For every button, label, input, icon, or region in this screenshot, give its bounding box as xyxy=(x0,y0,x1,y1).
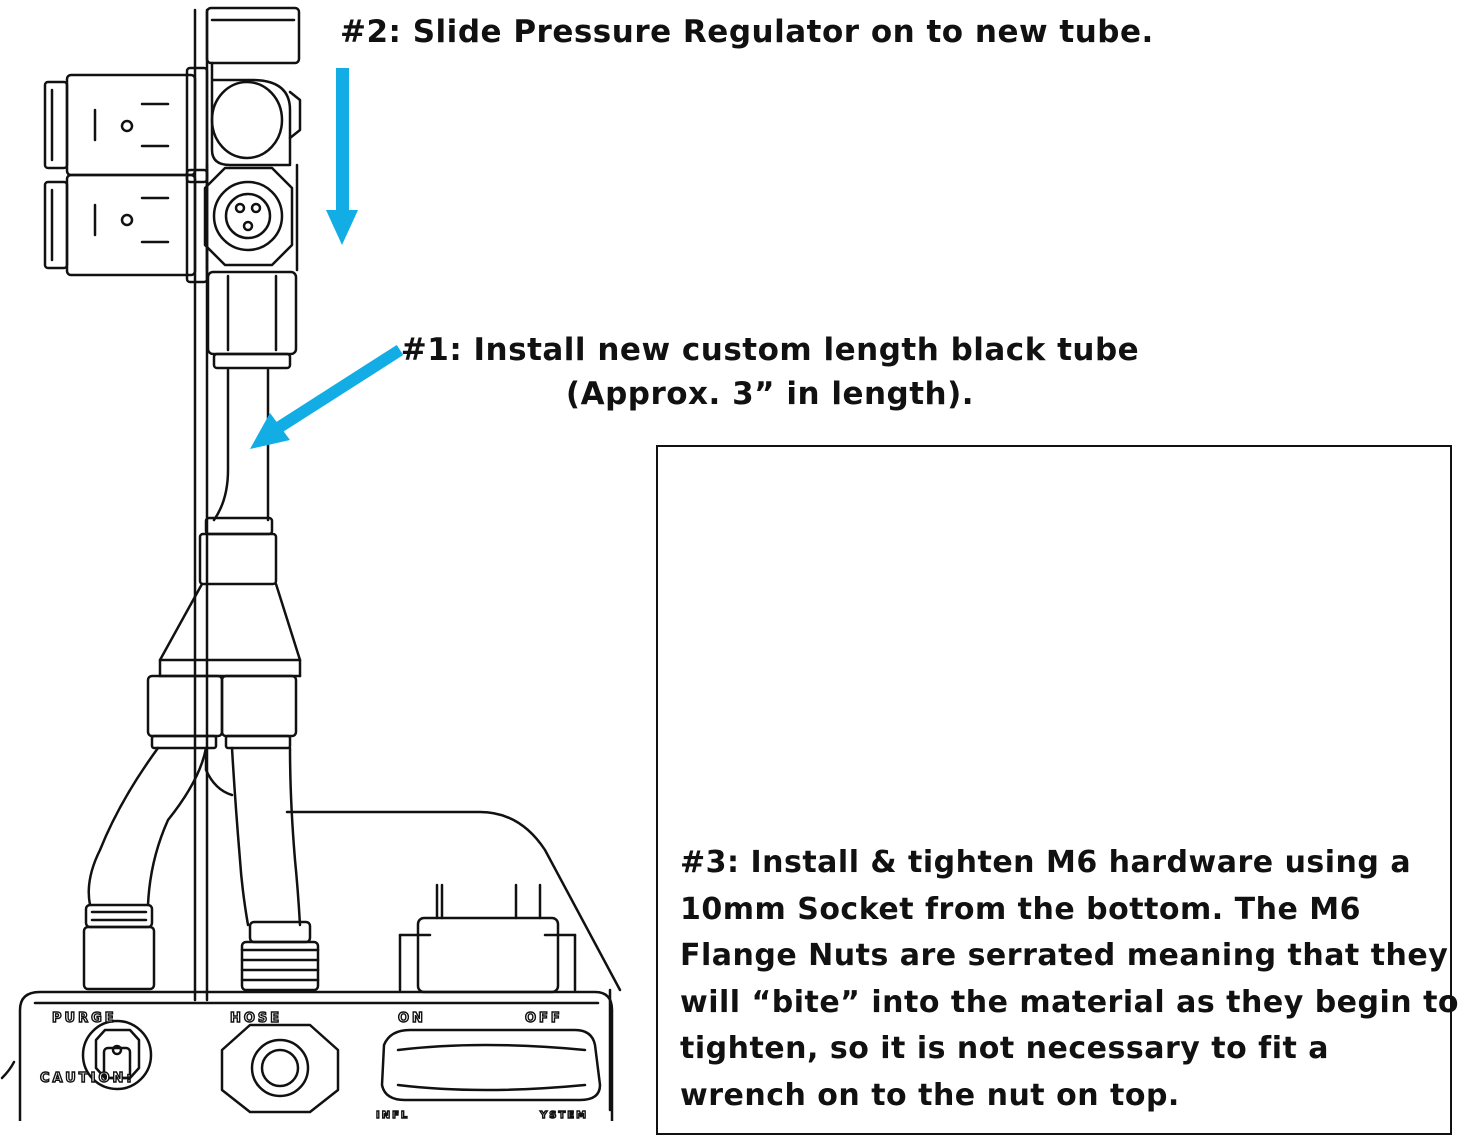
step1-instruction: #1: Install new custom length black tube… xyxy=(400,328,1140,416)
arrow-step1 xyxy=(250,344,404,449)
caution-label: CAUTION: xyxy=(40,1071,135,1086)
rocker-switch xyxy=(380,1028,602,1102)
step3-line-4: will “bite” into the material as they be… xyxy=(680,984,1460,1020)
step3-line-3: Flange Nuts are serrated meaning that th… xyxy=(680,938,1449,973)
step3-line-1: #3: Install & tighten M6 hardware using … xyxy=(680,845,1412,880)
purge-fitting xyxy=(82,903,156,991)
hose-port xyxy=(220,1023,340,1114)
infl-label: INFL xyxy=(376,1110,409,1121)
step3-line-2: 10mm Socket from the bottom. The M6 xyxy=(680,891,1361,927)
control-box xyxy=(285,810,622,1112)
ystem-label: YSTEM xyxy=(539,1110,588,1121)
split-hoses xyxy=(87,746,302,927)
step2-instruction: #2: Slide Pressure Regulator on to new t… xyxy=(340,14,1154,50)
small-lever xyxy=(0,1060,16,1080)
on-label: ON xyxy=(398,1011,426,1026)
purge-label: PURGE xyxy=(52,1011,117,1026)
power-switch xyxy=(398,883,577,994)
arrow-step2 xyxy=(326,68,358,245)
solenoid-valve-upper xyxy=(43,66,209,184)
pressure-regulator-fitting xyxy=(206,270,298,370)
custom-length-tube xyxy=(212,368,270,522)
inset-detail-box: #3: Install & tighten M6 hardware using … xyxy=(656,445,1460,1135)
off-label: OFF xyxy=(525,1011,563,1026)
y-splitter-fitting xyxy=(146,516,302,750)
step3-line-5: tighten, so it is not necessary to fit a xyxy=(680,1031,1330,1066)
step3-instruction: #3: Install & tighten M6 hardware using … xyxy=(680,840,1460,1119)
valve-manifold xyxy=(203,6,302,272)
step3-line-6: wrench on to the nut on top. xyxy=(680,1077,1180,1113)
hose-fitting xyxy=(240,920,320,992)
control-panel-plate xyxy=(18,990,614,1121)
purge-button xyxy=(81,1019,153,1091)
solenoid-valve-lower xyxy=(43,168,209,284)
hose-label: HOSE xyxy=(230,1011,282,1026)
step1-line-1: #1: Install new custom length black tube xyxy=(400,332,1140,368)
mounting-bracket xyxy=(193,8,209,1002)
step1-line-2: (Approx. 3” in length). xyxy=(565,376,975,412)
panel-labels: PURGE HOSE ON OFF CAUTION: INFL YSTEM xyxy=(39,1010,588,1121)
